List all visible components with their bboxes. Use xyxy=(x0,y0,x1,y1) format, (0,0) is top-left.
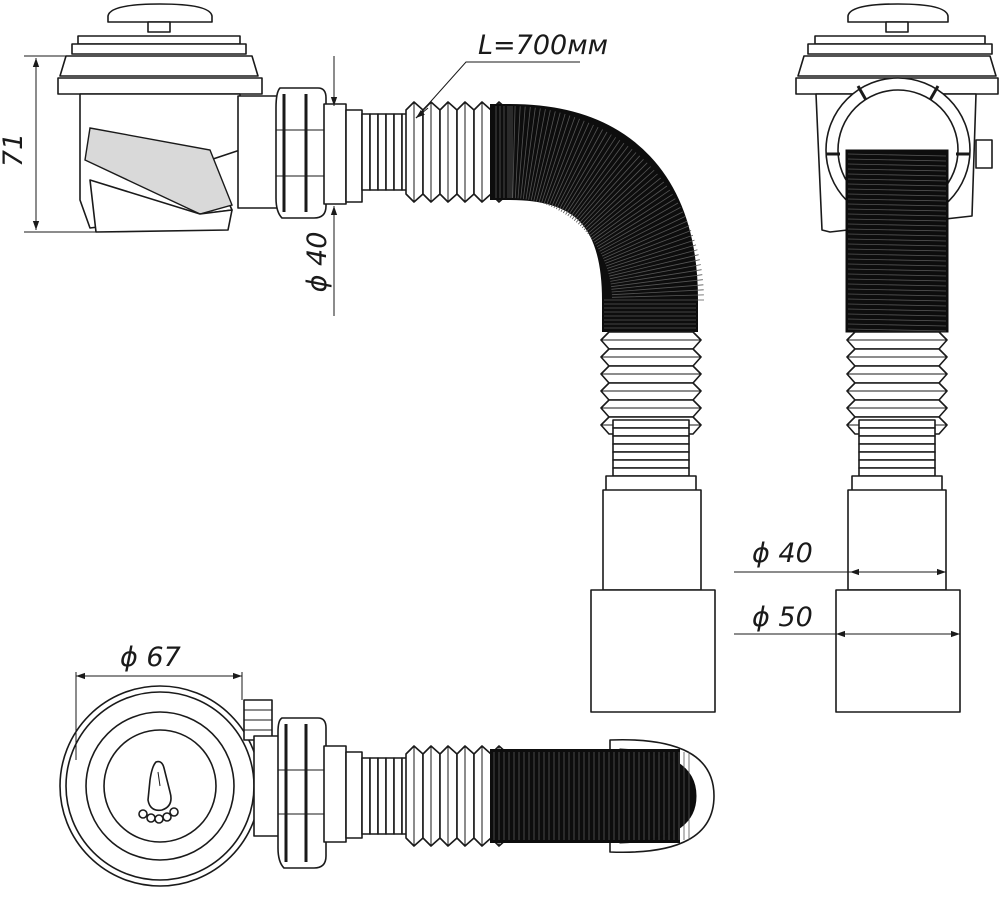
top-view xyxy=(59,685,715,887)
flex-hose xyxy=(490,103,704,332)
foot-icon xyxy=(138,760,179,824)
dimension-labels: L=700мм 71 ϕ 40 ϕ 40 ϕ 50 ϕ 67 xyxy=(0,30,813,673)
side-view xyxy=(57,3,509,233)
pipe-diameter-small-label: ϕ 40 xyxy=(752,538,813,569)
corrugated-connector xyxy=(361,101,509,203)
drain-body xyxy=(79,93,287,233)
body-diameter-label: ϕ 67 xyxy=(120,642,181,673)
dimension-lines xyxy=(24,55,960,760)
drain-cap xyxy=(57,3,263,95)
outlet-diameter-label: ϕ 40 xyxy=(302,232,333,293)
front-view xyxy=(795,3,999,713)
hose-length-label: L=700мм xyxy=(478,30,608,61)
outlet-pipe-center xyxy=(590,331,716,713)
pipe-diameter-large-label: ϕ 50 xyxy=(752,602,813,633)
union-nut xyxy=(275,87,363,219)
height-label: 71 xyxy=(0,133,29,167)
